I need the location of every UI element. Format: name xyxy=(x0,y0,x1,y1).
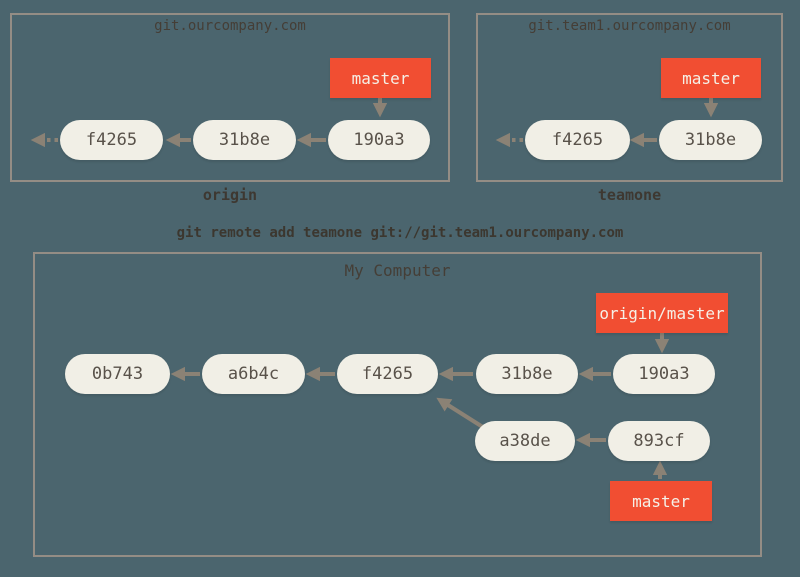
teamone-commit-31b8e: 31b8e xyxy=(659,120,762,160)
origin-commit-190a3: 190a3 xyxy=(328,120,430,160)
teamone-master-branch-tag: master xyxy=(661,58,761,98)
teamone-commit-f4265: f4265 xyxy=(525,120,630,160)
teamone-repo-title: git.team1.ourcompany.com xyxy=(528,18,731,34)
local-commit-a6b4c: a6b4c xyxy=(202,354,305,394)
origin-commit-f4265: f4265 xyxy=(60,120,163,160)
local-commit-893cf: 893cf xyxy=(608,421,710,461)
teamone-repo-label: teamone xyxy=(597,186,662,204)
local-repo-title: My Computer xyxy=(344,261,451,280)
git-command-caption: git remote add teamone git://git.team1.o… xyxy=(176,225,624,241)
local-repo-box xyxy=(33,252,762,557)
local-commit-a38de: a38de xyxy=(475,421,575,461)
local-commit-31b8e: 31b8e xyxy=(476,354,578,394)
origin-repo-title: git.ourcompany.com xyxy=(154,18,306,34)
local-origin-master-tag: origin/master xyxy=(596,293,728,333)
local-master-branch-tag: master xyxy=(610,481,712,521)
origin-commit-31b8e: 31b8e xyxy=(193,120,296,160)
origin-repo-label: origin xyxy=(202,186,258,204)
origin-master-branch-tag: master xyxy=(330,58,431,98)
local-commit-f4265: f4265 xyxy=(337,354,438,394)
local-commit-0b743: 0b743 xyxy=(65,354,170,394)
teamone-repo-box xyxy=(476,13,783,182)
local-commit-190a3: 190a3 xyxy=(613,354,715,394)
origin-repo-box xyxy=(10,13,450,182)
